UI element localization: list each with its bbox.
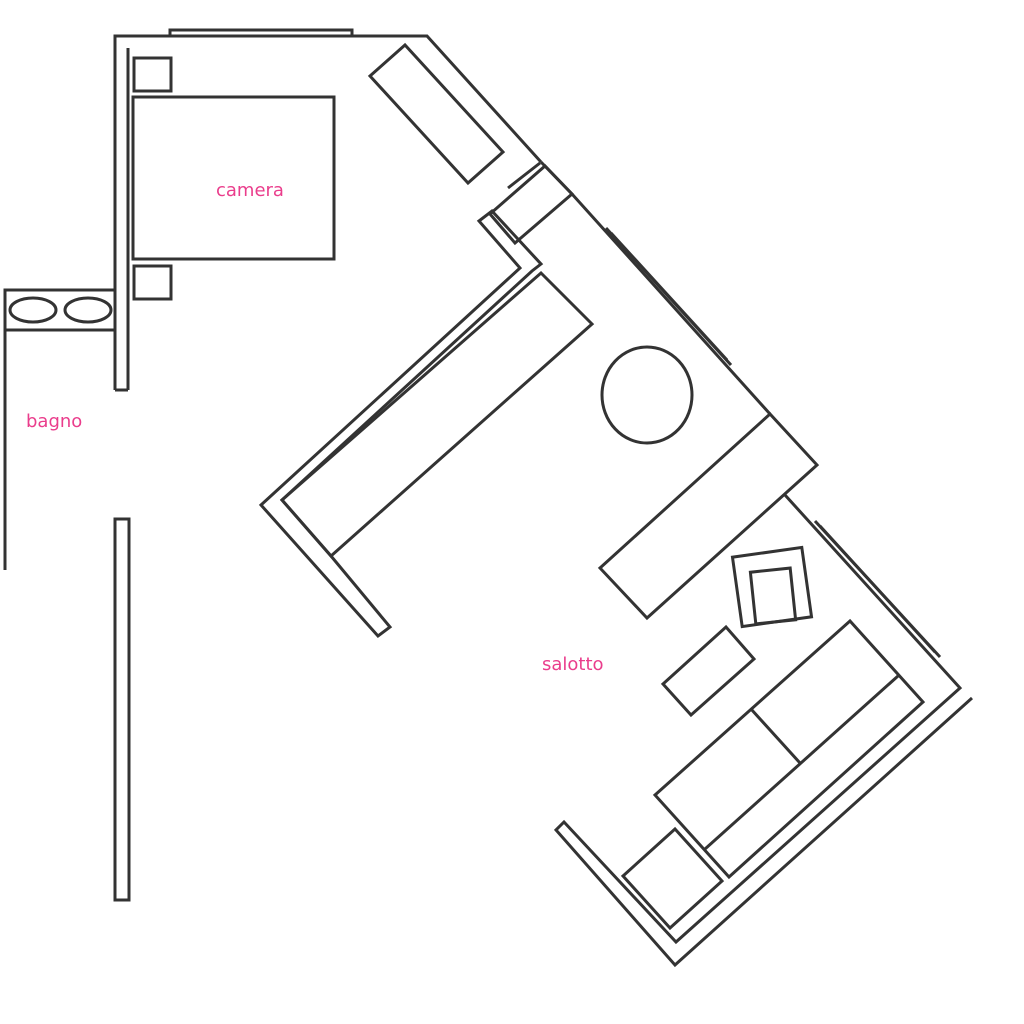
nightstand-bottom xyxy=(132,264,173,301)
sink-left xyxy=(8,296,58,324)
armchair-inner xyxy=(748,566,798,626)
bagno-walls xyxy=(3,288,131,902)
salotto-east-wall xyxy=(553,493,974,968)
bagno-right-wall xyxy=(113,517,131,902)
camera-window xyxy=(168,28,354,38)
wardrobe xyxy=(367,42,506,186)
sofa-back xyxy=(703,674,900,851)
salotto-walls xyxy=(539,160,974,968)
kitchen-counter xyxy=(597,411,820,621)
room-label-camera: camera xyxy=(216,180,284,201)
camera-outer-wall xyxy=(113,34,543,390)
armchair-outer xyxy=(730,545,814,629)
salotto-outer-wall xyxy=(539,160,772,416)
round-table xyxy=(600,345,694,445)
bed xyxy=(131,95,336,261)
camera-walls xyxy=(113,28,543,392)
sofa-divider xyxy=(749,707,802,765)
door-frame xyxy=(487,163,575,246)
window-top-inner xyxy=(609,231,729,362)
divider-wall xyxy=(258,208,544,639)
room-label-bagno: bagno xyxy=(26,411,83,432)
window-bottom-inner xyxy=(818,524,937,654)
room-label-salotto: salotto xyxy=(542,654,604,675)
side-table xyxy=(620,826,725,931)
tv-cabinet xyxy=(279,270,595,559)
nightstand-top xyxy=(132,56,173,93)
door-leaf xyxy=(507,161,541,190)
sink-right xyxy=(63,296,113,324)
sofa xyxy=(652,618,926,880)
coffee-table xyxy=(660,624,757,718)
